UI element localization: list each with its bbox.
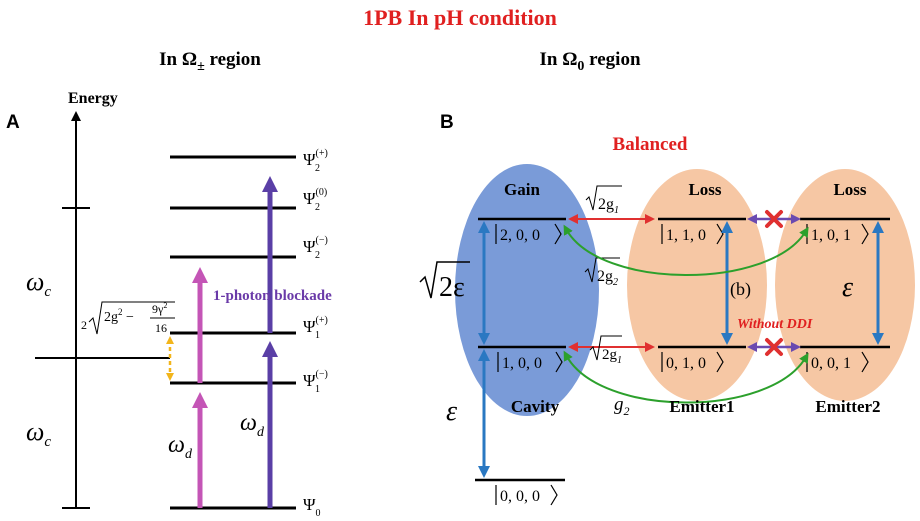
cavity-label: Cavity	[511, 397, 560, 416]
label-psi1-plus: Ψ(+)1	[303, 315, 328, 341]
svg-text:1, 0, 1: 1, 0, 1	[811, 227, 851, 244]
cross-icon-upper	[765, 210, 783, 228]
label-psi0: Ψ0	[303, 495, 321, 519]
svg-text:2g1: 2g1	[598, 196, 619, 216]
ket-100: 1, 0, 0	[497, 351, 563, 373]
svg-text:0, 0, 1: 0, 0, 1	[811, 355, 851, 372]
energy-label: Energy	[68, 90, 118, 107]
ket-000: 0, 0, 0	[495, 484, 558, 506]
cross-icon-lower	[765, 338, 783, 356]
svg-text:1, 0, 0: 1, 0, 0	[502, 355, 542, 372]
svg-text:16: 16	[155, 321, 167, 335]
panel-b-letter: B	[440, 112, 454, 133]
label-psi1-minus: Ψ(−)1	[303, 369, 328, 395]
g2-label: g2	[614, 394, 630, 418]
ket-200: 2, 0, 0	[495, 223, 562, 245]
panel-a-heading: In Ω± region	[159, 49, 261, 74]
label-psi2-minus: Ψ(−)2	[303, 235, 328, 261]
omega-d-magenta: ωd	[168, 432, 193, 462]
epsilon-emitter2: ε	[842, 272, 853, 303]
panel-a-letter: A	[6, 112, 20, 133]
label-psi2-zero: Ψ(0)2	[303, 187, 327, 213]
loss-label-1: Loss	[688, 180, 721, 199]
figure-title: 1PB In pH condition	[363, 5, 557, 30]
svg-text:0, 0, 0: 0, 0, 0	[500, 488, 540, 505]
svg-text:2g2 −: 2g2 −	[104, 307, 134, 325]
green-curve-lower	[563, 350, 809, 404]
svg-text:2ε: 2ε	[439, 272, 465, 303]
sqrt2-g-lower-label: 2g1	[589, 335, 622, 366]
sqrt2-g2-label: 2g2	[584, 257, 620, 288]
epsilon-cavity: ε	[446, 396, 457, 427]
sqrt2-epsilon-label: 2ε	[419, 261, 470, 303]
svg-text:2g2: 2g2	[597, 268, 618, 288]
panel-b-heading: In Ω0 region	[539, 49, 640, 74]
balanced-label: Balanced	[613, 134, 688, 155]
b-label: (b)	[730, 279, 751, 300]
green-curve-upper	[563, 224, 809, 276]
omega-d-purple: ωd	[240, 410, 265, 440]
emitter1-label: Emitter1	[669, 397, 734, 416]
gain-ellipse	[455, 164, 599, 416]
omega-c-lower: ωc	[26, 417, 51, 450]
omega-c-upper: ωc	[26, 267, 51, 300]
emitter2-label: Emitter2	[815, 397, 880, 416]
splitting-formula: 2 2g2 − 9γ2 16	[81, 301, 175, 335]
loss-label-2: Loss	[833, 180, 866, 199]
sqrt2-g1-label: 2g1	[585, 185, 622, 216]
without-ddi-label: Without DDI	[737, 317, 813, 332]
svg-text:2g1: 2g1	[602, 347, 622, 366]
svg-text:2: 2	[81, 318, 87, 332]
svg-text:1, 1, 0: 1, 1, 0	[666, 227, 706, 244]
svg-text:0, 1, 0: 0, 1, 0	[666, 355, 706, 372]
gain-label: Gain	[504, 180, 540, 199]
label-psi2-plus: Ψ(+)2	[303, 148, 328, 174]
blockade-label: 1-photon blockade	[213, 288, 332, 304]
svg-text:9γ2: 9γ2	[152, 301, 167, 316]
svg-text:2, 0, 0: 2, 0, 0	[500, 227, 540, 244]
